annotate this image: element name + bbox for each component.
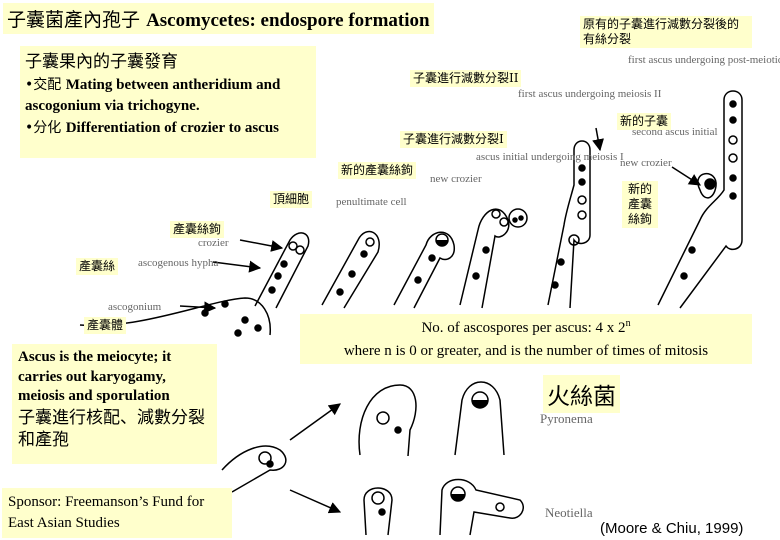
- label-new-crozier2-zh: 新的產囊絲鉤: [622, 181, 658, 228]
- label-new-crozier-zh: 新的產囊絲鉤: [338, 162, 417, 179]
- label-crozier-zh: 產囊絲鉤: [170, 221, 225, 238]
- intro-item-mating: •交配 Mating between antheridium and ascog…: [25, 75, 311, 119]
- new-crozier-right-text: new crozier: [620, 157, 672, 169]
- label-new-ascus-zh: 新的子囊: [617, 113, 672, 130]
- neotiella-crozier-a: [363, 487, 393, 536]
- intro-item-mating-text: Mating between antheridium and ascogoniu…: [25, 76, 281, 115]
- intro-item-diff-prefix: •分化: [25, 120, 62, 137]
- intro-item-diff-text: Differentiation of crozier to ascus: [65, 120, 279, 137]
- sponsor-box: Sponsor: Freemanson’s Fund for East Asia…: [2, 488, 232, 538]
- pyronema-label-zh: 火絲菌: [543, 375, 620, 413]
- intro-box: 子囊果內的子囊發育 •交配 Mating between antheridium…: [20, 46, 316, 158]
- pyronema-text: Pyronema: [540, 411, 593, 426]
- label-meiosis2-zh: 子囊進行減數分裂II: [410, 70, 522, 87]
- formula-exponent: n: [625, 318, 631, 329]
- intro-item-mating-prefix: •交配: [25, 76, 62, 93]
- meiocyte-text-zh: 子囊進行核配、減數分裂和產孢: [18, 407, 205, 450]
- label-mitosis-zh: 原有的子囊進行減數分裂後的有絲分裂: [580, 16, 752, 48]
- intro-heading: 子囊果內的子囊發育: [25, 52, 178, 72]
- meiocyte-text-en: Ascus is the meiocyte; it carries out ka…: [18, 349, 172, 404]
- ascogonium-text: ascogonium: [108, 301, 162, 313]
- label-ascogonium-zh: 產囊體: [84, 317, 127, 334]
- hypha-stage-5: [547, 140, 591, 309]
- formula-main: No. of ascospores per ascus: 4 x 2: [421, 320, 626, 336]
- new-crozier-text: new crozier: [430, 173, 482, 185]
- hypha-stage-3: [393, 231, 455, 309]
- hypha-stage-2: [321, 230, 380, 309]
- crozier-text: crozier: [198, 237, 229, 249]
- hypha-stage-1: [254, 232, 310, 309]
- ascus-initial-text: ascus initial undergoing meiosis I: [476, 151, 624, 163]
- first-ascus-meiosis2-text: first ascus undergoing meiosis II: [518, 88, 662, 100]
- title-zh: 子囊菌產內孢子: [7, 9, 141, 31]
- hypha-stage-4: [459, 208, 510, 309]
- neotiella-text: Neotiella: [545, 505, 593, 520]
- label-hypha-zh: 產囊絲: [76, 258, 119, 275]
- neotiella-crozier-b: [439, 478, 524, 536]
- ascogenous-hypha-text: ascogenous hypha: [138, 257, 218, 269]
- title-en: Ascomycetes: endospore formation: [146, 10, 430, 31]
- meiocyte-box: Ascus is the meiocyte; it carries out ka…: [12, 344, 217, 464]
- hypha-stage-6: [657, 90, 743, 309]
- pyronema-crozier-a: [358, 384, 417, 457]
- label-meiosis1-zh: 子囊進行減數分裂I: [400, 131, 507, 148]
- page-title: 子囊菌產內孢子 Ascomycetes: endospore formation: [3, 3, 434, 34]
- intro-item-differentiation: •分化 Differentiation of crozier to ascus: [25, 118, 311, 140]
- label-apical-zh: 頂細胞: [270, 191, 313, 208]
- citation: (Moore & Chiu, 1999): [600, 520, 744, 537]
- pyronema-crozier-b: [454, 381, 505, 456]
- lower-crozier: [221, 445, 287, 493]
- first-ascus-post-meiotic-text: first ascus undergoing post-meiotic mito…: [628, 54, 780, 66]
- formula-line-1: No. of ascospores per ascus: 4 x 2n: [300, 316, 752, 340]
- ascospore-formula-box: No. of ascospores per ascus: 4 x 2n wher…: [300, 314, 752, 364]
- formula-line-2: where n is 0 or greater, and is the numb…: [343, 343, 709, 360]
- penultimate-cell-text: penultimate cell: [336, 196, 407, 208]
